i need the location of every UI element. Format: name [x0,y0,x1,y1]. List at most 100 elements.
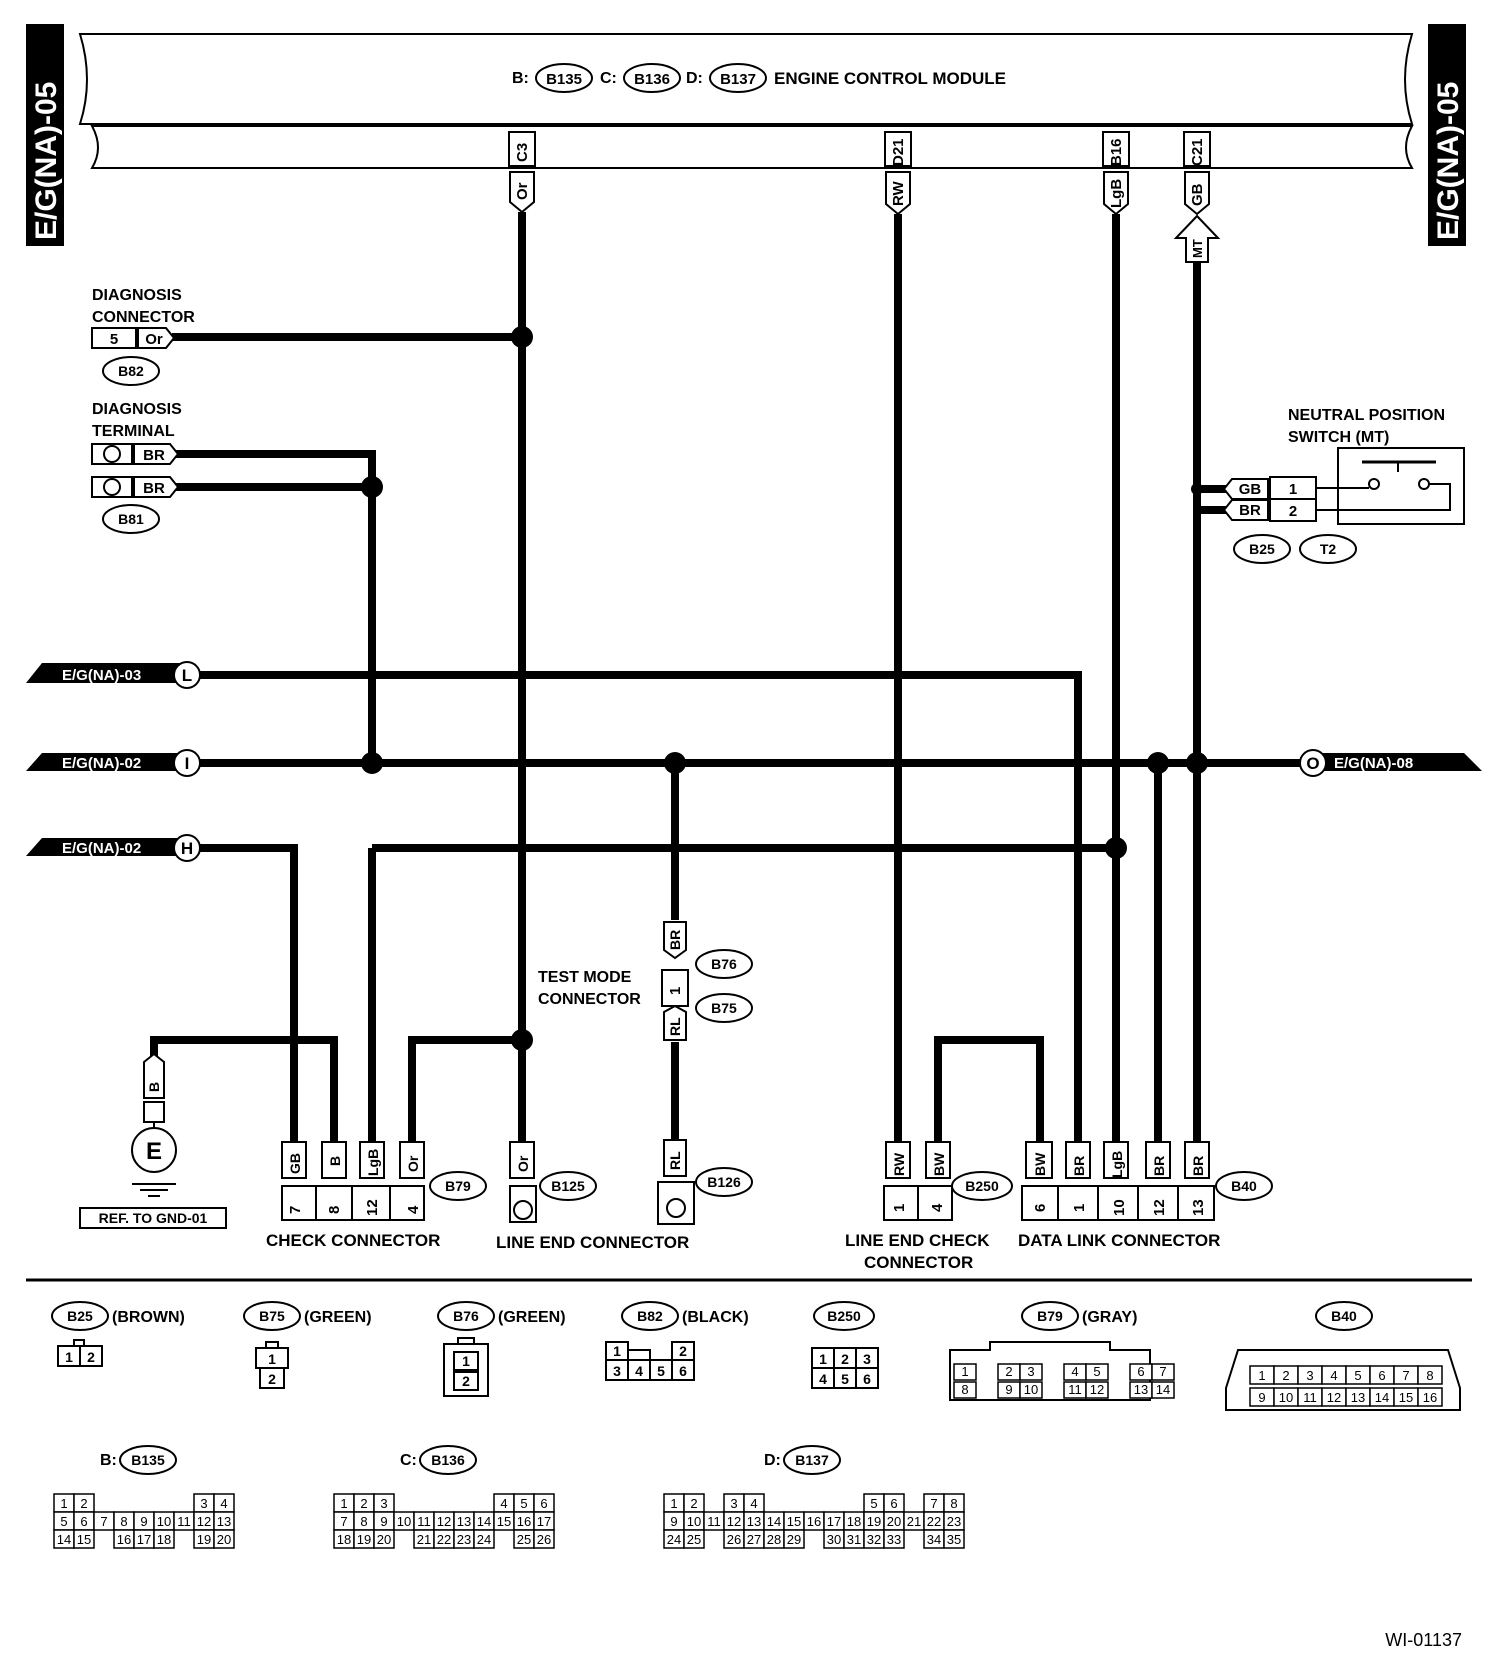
svg-text:E/G(NA)-02: E/G(NA)-02 [62,755,141,772]
svg-text:6: 6 [540,1496,547,1511]
line-end-check-id: B250 [965,1178,999,1194]
svg-text:10: 10 [397,1514,411,1529]
ecm-prefix-b: B: [512,70,529,87]
svg-text:1: 1 [961,1364,968,1379]
svg-text:CONNECTOR: CONNECTOR [92,309,195,326]
svg-text:B:: B: [100,1452,117,1469]
svg-text:(GREEN): (GREEN) [498,1309,566,1326]
svg-text:21: 21 [417,1532,431,1547]
svg-text:C21: C21 [1189,138,1206,166]
svg-text:10: 10 [687,1514,701,1529]
svg-text:CONNECTOR: CONNECTOR [538,991,641,1008]
svg-text:1: 1 [1258,1368,1265,1383]
svg-text:13: 13 [1190,1199,1207,1216]
svg-text:Or: Or [405,1155,421,1172]
offpage-i: E/G(NA)-02 I [26,749,201,777]
svg-text:31: 31 [847,1532,861,1547]
svg-text:9: 9 [380,1514,387,1529]
svg-text:3: 3 [1306,1368,1313,1383]
svg-text:BR: BR [143,447,165,464]
svg-text:(GRAY): (GRAY) [1082,1309,1137,1326]
svg-text:BW: BW [1032,1152,1048,1176]
svg-text:8: 8 [950,1496,957,1511]
svg-text:5: 5 [110,331,118,348]
diag-connector-id: B82 [118,363,144,379]
svg-text:14: 14 [1375,1390,1389,1405]
svg-text:24: 24 [477,1532,491,1547]
svg-text:15: 15 [497,1514,511,1529]
page-ref-right-text: E/G(NA)-05 [1432,82,1465,240]
ecm-pin-d21: D21 RW [884,131,912,216]
svg-text:12: 12 [437,1514,451,1529]
svg-text:E/G(NA)-02: E/G(NA)-02 [62,840,141,857]
svg-text:LgB: LgB [365,1149,381,1176]
data-link-connector: BW BR LgB BR BR 6 1 10 12 13 B40 DATA LI… [1018,1141,1273,1250]
svg-text:30: 30 [827,1532,841,1547]
svg-text:B137: B137 [795,1452,829,1468]
svg-text:BW: BW [931,1152,947,1176]
svg-text:12: 12 [1090,1382,1104,1397]
svg-text:4: 4 [750,1496,757,1511]
svg-text:1: 1 [1071,1204,1088,1212]
legend-b75: B75 (GREEN) 1 2 [243,1301,372,1389]
svg-text:3: 3 [730,1496,737,1511]
svg-text:C3: C3 [514,143,531,162]
mt-tag: MT [1190,239,1205,258]
svg-text:4: 4 [635,1363,643,1379]
svg-text:10: 10 [1024,1382,1038,1397]
svg-text:25: 25 [517,1532,531,1547]
page-ref-left-text: E/G(NA)-05 [30,82,63,240]
junctions [361,326,1208,1051]
svg-text:REF. TO GND-01: REF. TO GND-01 [99,1210,208,1226]
svg-text:7: 7 [100,1514,107,1529]
svg-text:11: 11 [707,1514,721,1529]
svg-text:26: 26 [727,1532,741,1547]
svg-text:4: 4 [405,1205,422,1214]
svg-text:12: 12 [1151,1199,1168,1216]
svg-text:B135: B135 [131,1452,165,1468]
ecm-conn-d: B137 [720,71,756,88]
svg-text:B250: B250 [827,1308,861,1324]
svg-text:2: 2 [268,1371,276,1387]
svg-text:2: 2 [1282,1368,1289,1383]
svg-text:D:: D: [764,1452,781,1469]
svg-text:2: 2 [80,1496,87,1511]
svg-text:7: 7 [1159,1364,1166,1379]
svg-text:17: 17 [827,1514,841,1529]
page-ref-left: E/G(NA)-05 [26,24,64,246]
svg-text:23: 23 [457,1532,471,1547]
svg-text:15: 15 [77,1532,91,1547]
offpage-l: E/G(NA)-03 L [26,661,201,689]
svg-text:RL: RL [667,1017,683,1036]
diag-terminal-id: B81 [118,511,144,527]
svg-text:BR: BR [143,480,165,497]
svg-text:5: 5 [657,1363,665,1379]
line-end-check-connector: RW BW 1 4 B250 LINE END CHECK CONNECTOR [845,1141,1013,1272]
svg-text:BR: BR [1239,502,1261,519]
svg-text:19: 19 [357,1532,371,1547]
svg-text:6: 6 [1137,1364,1144,1379]
svg-text:GB: GB [1239,481,1262,498]
svg-text:12: 12 [364,1199,381,1216]
legend-b76: B76 (GREEN) 1 2 [437,1301,566,1397]
svg-text:1: 1 [1289,481,1297,498]
svg-text:12: 12 [1327,1390,1341,1405]
svg-text:20: 20 [887,1514,901,1529]
svg-text:22: 22 [927,1514,941,1529]
svg-text:4: 4 [819,1371,827,1387]
svg-text:2: 2 [679,1343,687,1359]
legend-b25: B25 (BROWN) 1 2 [51,1301,185,1367]
check-connector-label: CHECK CONNECTOR [266,1231,440,1250]
svg-text:8: 8 [1426,1368,1433,1383]
svg-text:34: 34 [927,1532,941,1547]
svg-text:4: 4 [929,1203,946,1212]
svg-text:3: 3 [613,1363,621,1379]
svg-text:Or: Or [145,331,163,348]
svg-text:11: 11 [177,1514,191,1529]
svg-text:16: 16 [517,1514,531,1529]
svg-text:25: 25 [687,1532,701,1547]
svg-text:18: 18 [337,1532,351,1547]
svg-text:BR: BR [1190,1156,1206,1176]
